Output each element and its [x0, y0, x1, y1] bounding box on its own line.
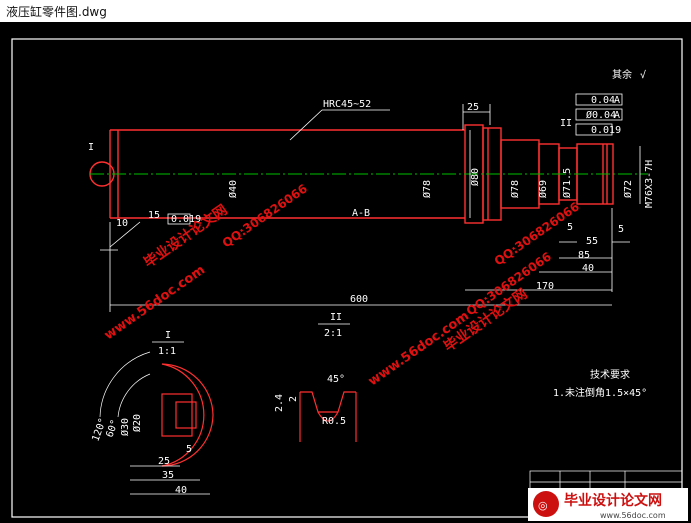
dim-55: 55: [586, 236, 598, 247]
tol-1: 0.04: [591, 95, 615, 106]
detail-marker-ii: II: [560, 118, 572, 129]
detail2-a45: 45°: [327, 374, 345, 385]
detail2-view: [299, 391, 357, 442]
tech-req-title: 技术要求: [590, 368, 630, 381]
dim-5b: 5: [618, 224, 624, 235]
tol-1-ref: A: [614, 95, 620, 106]
dim-phi78b: Ø78: [509, 180, 521, 198]
dim-170: 170: [536, 281, 554, 292]
drawing-frame: [11, 38, 683, 518]
hrc-note: HRC45~52: [323, 99, 371, 110]
tol-left: 0.019: [171, 214, 201, 225]
dim-phi40: Ø40: [227, 180, 239, 198]
drawing-canvas[interactable]: 其余 √: [0, 22, 691, 523]
detail2-scale: 2:1: [324, 328, 342, 339]
detail2-d2: 2: [288, 396, 299, 402]
tech-req-item: 1.未注倒角1.5×45°: [553, 386, 647, 399]
detail1-label: I: [165, 330, 171, 341]
tol-3: 0.019: [591, 125, 621, 136]
detail1-d40: 40: [175, 485, 187, 496]
dim-thread: M76X3-7H: [644, 160, 655, 208]
dim-40: 40: [582, 263, 594, 274]
dim-25: 25: [467, 102, 479, 113]
tolerance-frames: [167, 93, 623, 225]
detail2-d24: 2.4: [274, 394, 285, 412]
roughness-symbol: √: [640, 69, 646, 81]
brand-name: 毕业设计论文网: [564, 492, 662, 509]
detail2-r05: R0.5: [322, 416, 346, 427]
wm-site-1: www.56doc.com: [102, 263, 208, 344]
dim-phi69: Ø69: [537, 180, 549, 198]
dim-phi71: Ø71.5: [561, 168, 573, 198]
dimension-lines: [100, 104, 641, 312]
tol-2: Ø0.04: [586, 109, 616, 121]
detail-marker-i: I: [88, 142, 94, 153]
dim-600: 600: [350, 294, 368, 305]
window-title: 液压缸零件图.dwg: [6, 5, 107, 19]
title-bar: 液压缸零件图.dwg: [0, 0, 691, 23]
dim-5a: 5: [567, 222, 573, 233]
detail1-scale: 1:1: [158, 346, 176, 357]
dim-10: 10: [116, 218, 128, 229]
roughness-note: 其余: [612, 68, 632, 81]
detail1-d20: Ø20: [131, 414, 143, 432]
detail1-view: [161, 363, 214, 467]
dim-phi80: Ø80: [469, 168, 481, 186]
detail1-dims: [99, 351, 210, 495]
detail1-d25: 25: [158, 456, 170, 467]
tol-2-ref: A: [614, 110, 620, 121]
brand-badge: ◎ 毕业设计论文网 www.56doc.com: [528, 488, 688, 521]
dim-phi72: Ø72: [622, 180, 634, 198]
brand-logo-icon: ◎: [538, 499, 548, 512]
detail2-label: II: [330, 312, 342, 323]
cad-drawing: 其余 √: [11, 38, 688, 521]
detail1-d5: 5: [186, 444, 192, 455]
dim-15: 15: [148, 210, 160, 221]
dim-phi78a: Ø78: [421, 180, 433, 198]
dim-85: 85: [578, 250, 590, 261]
detail1-d35: 35: [162, 470, 174, 481]
detail1-d30: Ø30: [119, 418, 131, 436]
brand-url: www.56doc.com: [600, 511, 666, 520]
datum-ab: A-B: [352, 208, 370, 219]
watermarks: 毕业设计论文网 QQ:306826066 www.56doc.com www.5…: [102, 181, 582, 389]
